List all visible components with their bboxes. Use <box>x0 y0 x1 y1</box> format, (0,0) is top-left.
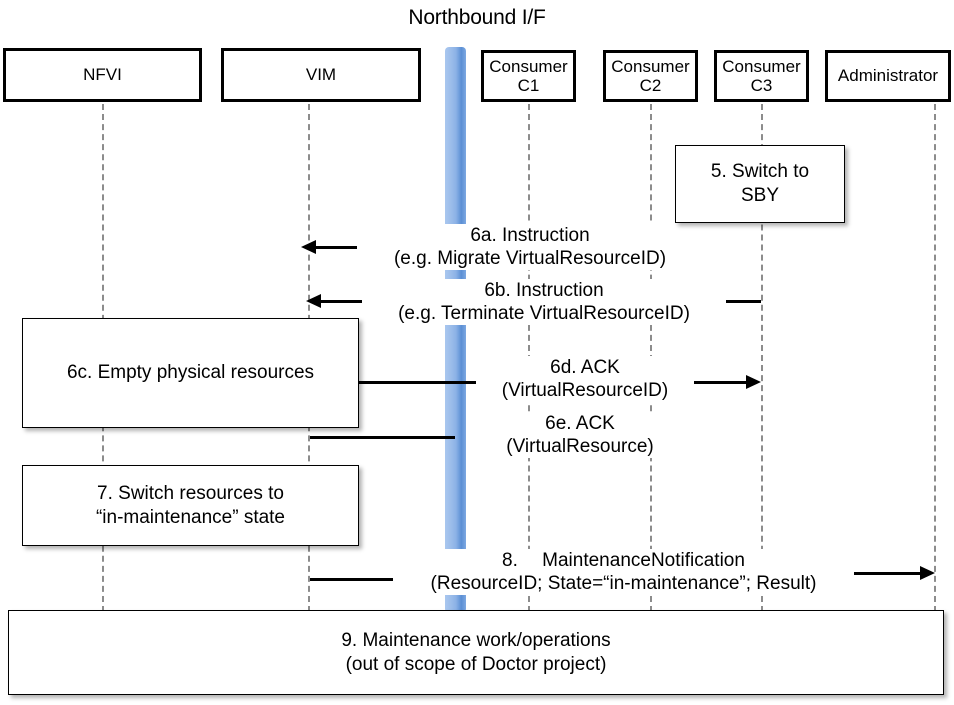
message-6b-arrowhead <box>306 294 321 308</box>
message-6a-label-line2: (e.g. Migrate VirtualResourceID) <box>393 248 667 270</box>
process-box-step9-line1: 9. Maintenance work/operations <box>341 629 611 651</box>
process-box-step7-line2: “in-maintenance” state <box>95 506 286 528</box>
message-6d-arrowhead <box>746 375 761 389</box>
message-8-label-line1: 8. MaintenanceNotification <box>502 550 745 571</box>
message-8-arrowhead <box>920 566 935 580</box>
lifeline-consumer-c3 <box>761 104 763 612</box>
message-6a-arrowhead <box>301 240 316 254</box>
message-6e-line-left <box>310 436 455 439</box>
actor-label-consumer-c3-line2: C3 <box>750 76 773 95</box>
message-8-label: 8. MaintenanceNotification (ResourceID; … <box>393 549 854 596</box>
message-6b-label-line1: 6b. Instruction <box>484 280 604 301</box>
diagram-title: Northbound I/F <box>408 6 546 29</box>
actor-box-vim[interactable]: VIM <box>221 48 421 102</box>
message-6b-label: 6b. Instruction (e.g. Terminate VirtualR… <box>362 279 726 326</box>
message-6d-label-line1: 6d. ACK <box>550 357 620 378</box>
actor-label-consumer-c2-line2: C2 <box>639 76 662 95</box>
actor-label-consumer-c1-line1: Consumer <box>489 56 568 76</box>
northbound-interface-bar <box>445 47 466 613</box>
message-6d-label: 6d. ACK (VirtualResourceID) <box>476 356 694 403</box>
actor-label-consumer-c3-line1: Consumer <box>722 56 801 76</box>
process-box-step5-line2: SBY <box>740 185 780 206</box>
message-6a-label: 6a. Instruction (e.g. Migrate VirtualRes… <box>357 224 703 271</box>
message-6a-label-line1: 6a. Instruction <box>470 225 590 246</box>
actor-box-consumer-c1[interactable]: Consumer C1 <box>481 50 576 102</box>
message-6d-label-line2: (VirtualResourceID) <box>501 380 669 402</box>
message-6e-label-line1: 6e. ACK <box>545 413 615 434</box>
actor-label-consumer-c1-line2: C1 <box>517 76 540 95</box>
message-6d-line-left <box>358 381 477 384</box>
message-8-line-left <box>310 578 470 581</box>
actor-box-consumer-c3[interactable]: Consumer C3 <box>714 50 809 102</box>
message-8-label-line2: (ResourceID; State=“in-maintenance”; Res… <box>430 573 817 595</box>
actor-box-administrator[interactable]: Administrator <box>825 50 951 102</box>
process-box-step9[interactable]: 9. Maintenance work/operations (out of s… <box>8 610 944 695</box>
message-6e-label-line2: (VirtualResource) <box>506 436 654 458</box>
process-box-step9-line2: (out of scope of Doctor project) <box>345 653 607 675</box>
actor-label-nfvi: NFVI <box>83 65 122 85</box>
process-box-step6c[interactable]: 6c. Empty physical resources <box>22 318 359 428</box>
lifeline-administrator <box>934 104 936 612</box>
process-box-step7-line1: 7. Switch resources to <box>97 482 284 504</box>
process-box-step5-line1: 5. Switch to <box>710 161 810 183</box>
message-6e-label: 6e. ACK (VirtualResource) <box>477 412 683 459</box>
actor-label-consumer-c2-line1: Consumer <box>611 56 690 76</box>
process-box-step6c-line1: 6c. Empty physical resources <box>66 362 315 384</box>
process-box-step7[interactable]: 7. Switch resources to “in-maintenance” … <box>22 465 359 546</box>
actor-label-administrator: Administrator <box>837 66 939 86</box>
message-6b-label-line2: (e.g. Terminate VirtualResourceID) <box>398 303 690 325</box>
actor-box-consumer-c2[interactable]: Consumer C2 <box>603 50 698 102</box>
actor-label-vim: VIM <box>305 65 337 85</box>
actor-box-nfvi[interactable]: NFVI <box>3 48 202 102</box>
process-box-step5[interactable]: 5. Switch to SBY <box>675 145 845 223</box>
